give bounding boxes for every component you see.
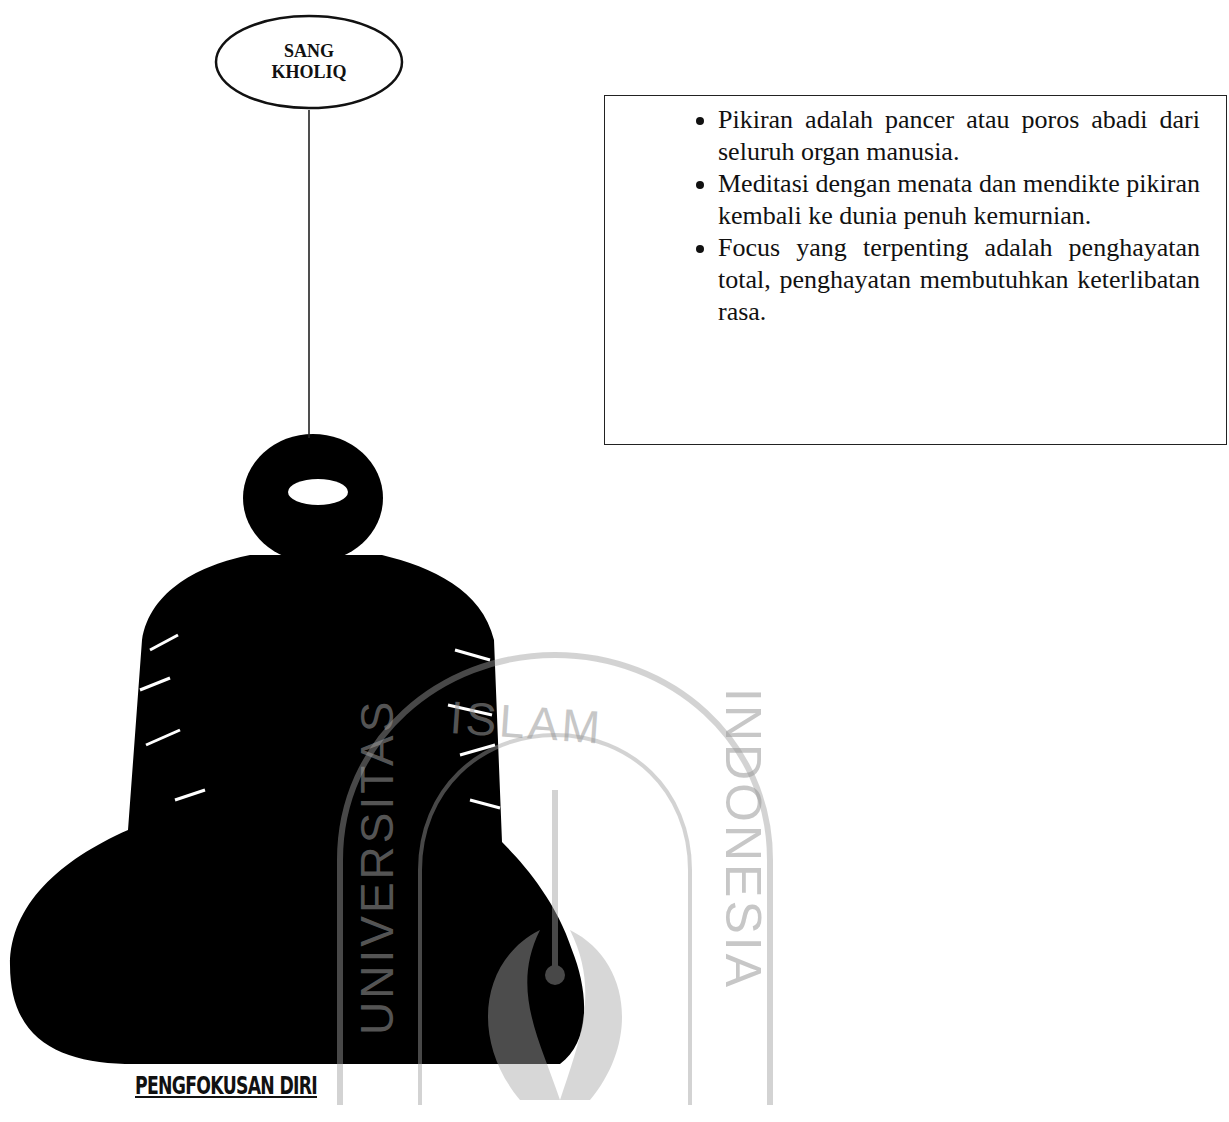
cloth-fold	[146, 730, 180, 745]
third-eye-spot	[288, 479, 348, 505]
bullet-item: Meditasi dengan menata dan mendikte piki…	[718, 168, 1200, 232]
figure-head	[243, 434, 383, 562]
oval-label: SANG KHOLIQ	[264, 41, 354, 83]
cloth-fold	[470, 800, 500, 808]
cloth-fold	[150, 635, 178, 650]
oval-text-wrap: SANG KHOLIQ	[214, 14, 404, 110]
oval-node: SANG KHOLIQ	[214, 14, 404, 110]
text-box: Pikiran adalah pancer atau poros abadi d…	[604, 95, 1227, 445]
bullet-item: Focus yang terpenting adalah penghayatan…	[718, 232, 1200, 328]
cloth-fold	[455, 650, 490, 660]
figure-node: PENGFOKUSAN DIRI	[10, 438, 590, 1108]
bullet-list: Pikiran adalah pancer atau poros abadi d…	[605, 96, 1226, 328]
connector-line	[308, 110, 310, 438]
meditating-figure	[10, 438, 590, 1108]
watermark-text: INDONESIA	[714, 688, 772, 990]
watermark-text: UNIVERSITAS	[350, 699, 404, 1035]
figure-body	[10, 555, 584, 1064]
cloth-fold	[175, 790, 205, 800]
figure-caption: PENGFOKUSAN DIRI	[135, 1072, 317, 1100]
bullet-item: Pikiran adalah pancer atau poros abadi d…	[718, 104, 1200, 168]
oval-shape	[216, 16, 402, 108]
cloth-fold	[140, 678, 170, 690]
watermark-text: ISLAM	[448, 690, 604, 755]
